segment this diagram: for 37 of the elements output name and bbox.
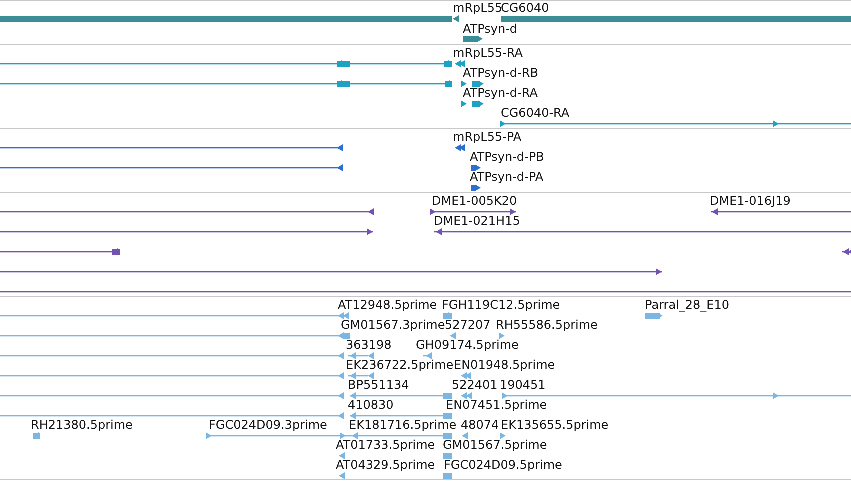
feature-name: FGC024D09.5prime bbox=[444, 458, 562, 472]
feature-name: FGH119C12.5prime bbox=[442, 298, 560, 312]
feature-name: EK181716.5prime bbox=[349, 418, 457, 432]
feature-name: 48074 bbox=[461, 418, 500, 432]
feature-name: EK135655.5prime bbox=[501, 418, 609, 432]
feature-name: AT01733.5prime bbox=[336, 438, 436, 452]
feature-name: mRpL55-RA bbox=[453, 46, 523, 60]
feature-name: EK236722.5prime bbox=[346, 358, 454, 372]
feature-name: mRpL55-PA bbox=[453, 130, 522, 144]
feature-name: 527207 bbox=[445, 318, 491, 332]
feature-name: mRpL55 bbox=[453, 1, 503, 15]
feature-name: FGC024D09.3prime bbox=[209, 418, 328, 432]
feature-name: EN01948.5prime bbox=[454, 358, 556, 372]
feature-name: ATPsyn-d bbox=[463, 22, 518, 36]
feature-name: CG6040-RA bbox=[501, 106, 570, 120]
feature-name: RH21380.5prime bbox=[31, 418, 133, 432]
feature-name: DME1-005K20 bbox=[432, 194, 518, 208]
feature-name: AT12948.5prime bbox=[338, 298, 438, 312]
feature-name: GH09174.5prime bbox=[416, 338, 519, 352]
feature-name: ATPsyn-d-PB bbox=[470, 150, 544, 164]
feature-name: DME1-021H15 bbox=[434, 214, 520, 228]
feature-name: RH55586.5prime bbox=[496, 318, 598, 332]
feature-name: 363198 bbox=[346, 338, 392, 352]
feature-name: CG6040 bbox=[501, 1, 550, 15]
feature-name: 410830 bbox=[348, 398, 394, 412]
feature-name: DME1-016J19 bbox=[710, 194, 791, 208]
feature-name: ATPsyn-d-RA bbox=[463, 86, 538, 100]
feature-name: 190451 bbox=[500, 378, 546, 392]
feature-name: Parral_28_E10 bbox=[645, 298, 730, 312]
feature-name: GM01567.3prime bbox=[341, 318, 446, 332]
feature-name: BP551134 bbox=[348, 378, 410, 392]
feature-name: ATPsyn-d-PA bbox=[470, 170, 544, 184]
feature-name: ATPsyn-d-RB bbox=[463, 66, 538, 80]
feature-name: EN07451.5prime bbox=[446, 398, 548, 412]
feature-name: GM01567.5prime bbox=[443, 438, 548, 452]
feature-name: 522401 bbox=[452, 378, 498, 392]
feature-name: AT04329.5prime bbox=[336, 458, 436, 472]
